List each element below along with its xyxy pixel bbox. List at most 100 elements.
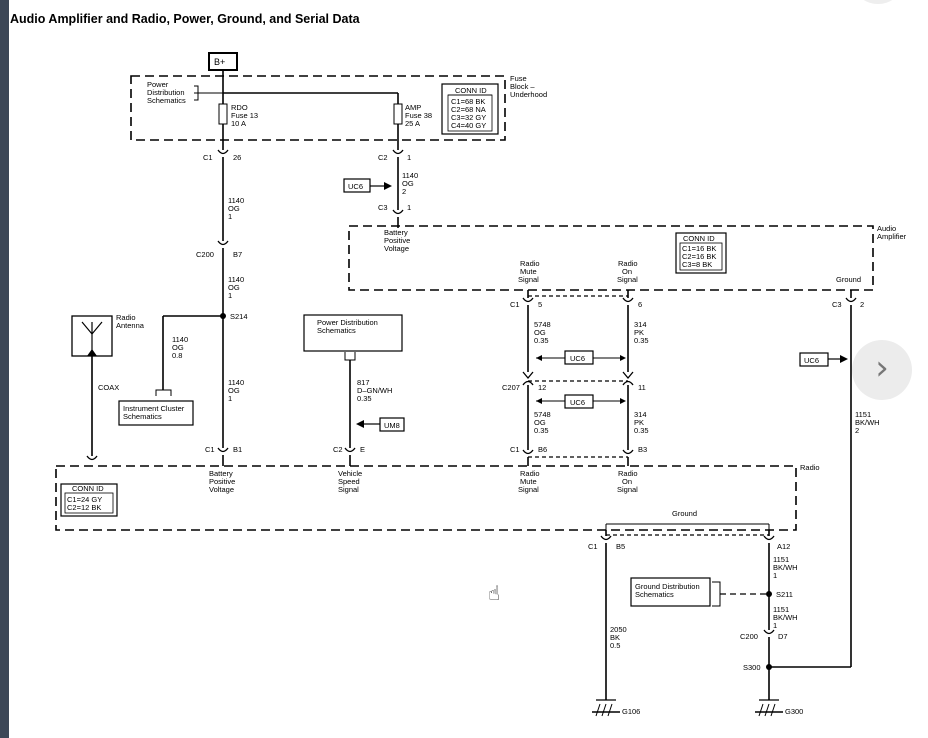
wire-1140-size: 1: [228, 212, 232, 221]
c200-label: C200: [196, 250, 214, 259]
wire-2050-color: BK: [610, 633, 620, 642]
batt-pos-radio-3: Voltage: [209, 485, 234, 494]
ground-dist-1[interactable]: Ground Distribution: [635, 582, 700, 591]
wire-314-b-size: 0.35: [634, 426, 649, 435]
coax-label: COAX: [98, 383, 119, 392]
wire-1151-right-size: 2: [855, 426, 859, 435]
uc6-ref-right[interactable]: UC6: [804, 356, 819, 365]
c2-label: C2: [378, 153, 388, 162]
rdo-fuse-number: Fuse 13: [231, 111, 258, 120]
pds-box-2[interactable]: Schematics: [317, 326, 356, 335]
vehicle-speed-2: Speed: [338, 477, 360, 486]
radio-pin-b6: B6: [538, 445, 547, 454]
fuse-block-conn-c1: C1=68 BK: [451, 97, 485, 106]
c200-pin-b7: B7: [233, 250, 242, 259]
radio-label: Radio: [800, 463, 820, 472]
amp-conn-c3: C3=8 BK: [682, 260, 712, 269]
hand-pointer-icon: ☝: [488, 581, 501, 605]
batt-pos-amp-2: Positive: [384, 236, 410, 245]
fuse-block-label1: Fuse: [510, 74, 527, 83]
pin-b5: B5: [616, 542, 625, 551]
wire-1140-b-color: OG: [228, 283, 240, 292]
wire-1140-amp-num: 1140: [402, 171, 418, 180]
next-page-button[interactable]: ›: [852, 340, 912, 400]
uc6-ref-mid1[interactable]: UC6: [570, 354, 585, 363]
c1-amp-label: C1: [510, 300, 520, 309]
c1-radio-b6-label: C1: [510, 445, 520, 454]
wire-1140-c-color: OG: [228, 386, 240, 395]
c1-pin-6: 6: [638, 300, 642, 309]
pds-box-1[interactable]: Power Distribution: [317, 318, 378, 327]
um8-ref[interactable]: UM8: [384, 421, 400, 430]
c2-radio-label: C2: [333, 445, 343, 454]
radio-conn-c2: C2=12 BK: [67, 503, 101, 512]
radio-mute-bot-2: Mute: [520, 477, 537, 486]
wire-1151-b-color: BK/WH: [773, 613, 798, 622]
c1-b5-label: C1: [588, 542, 598, 551]
wire-1151-a-size: 1: [773, 571, 777, 580]
c1-pin-5: 5: [538, 300, 542, 309]
c3-pin-1: 1: [407, 203, 411, 212]
wire-817-size: 0.35: [357, 394, 372, 403]
radio-pin-b3: B3: [638, 445, 647, 454]
wire-5748-a-num: 5748: [534, 320, 551, 329]
radio-on-top-2: On: [622, 267, 632, 276]
uc6-ref-top[interactable]: UC6: [348, 182, 363, 191]
left-edge-bar: [0, 0, 9, 738]
fuse-block-label2: Block –: [510, 82, 535, 91]
c1-radio-b1-label: C1: [205, 445, 215, 454]
wire-1151-b-size: 1: [773, 621, 777, 630]
amp-conn-c2: C2=16 BK: [682, 252, 716, 261]
audio-amp-label1: Audio: [877, 224, 896, 233]
c2-pin-1: 1: [407, 153, 411, 162]
power-dist-line2: Distribution: [147, 88, 185, 97]
wire-1140-amp-size: 2: [402, 187, 406, 196]
s214-label: S214: [230, 312, 248, 321]
radio-on-bot-1: Radio: [618, 469, 638, 478]
ground-dist-2[interactable]: Schematics: [635, 590, 674, 599]
batt-pos-amp-1: Battery: [384, 228, 408, 237]
vehicle-speed-3: Signal: [338, 485, 359, 494]
chevron-right-icon: ›: [875, 348, 889, 388]
wire-1151-a-color: BK/WH: [773, 563, 798, 572]
pin-a12: A12: [777, 542, 790, 551]
wire-1140-c-num: 1140: [228, 378, 244, 387]
uc6-ref-mid2[interactable]: UC6: [570, 398, 585, 407]
radio-pin-e: E: [360, 445, 365, 454]
wire-5748-a-color: OG: [534, 328, 546, 337]
pin-d7: D7: [778, 632, 788, 641]
page-title: Audio Amplifier and Radio, Power, Ground…: [10, 12, 360, 26]
rdo-fuse-rating: 10 A: [231, 119, 246, 128]
wire-1140-c-size: 1: [228, 394, 232, 403]
amp-conn-title: CONN ID: [683, 234, 715, 243]
s300-label: S300: [743, 663, 761, 672]
vehicle-speed-1: Vehicle: [338, 469, 362, 478]
c207-pin-11: 11: [638, 383, 646, 392]
amp-fuse-rating: 25 A: [405, 119, 420, 128]
radio-on-top-1: Radio: [618, 259, 638, 268]
batt-pos-radio-2: Positive: [209, 477, 235, 486]
c207-pin-12: 12: [538, 383, 546, 392]
wire-1140-08-num: 1140: [172, 335, 188, 344]
radio-mute-bot-3: Signal: [518, 485, 539, 494]
radio-pin-b1: B1: [233, 445, 242, 454]
amp-conn-c1: C1=16 BK: [682, 244, 716, 253]
wire-1151-b-num: 1151: [773, 605, 789, 614]
wire-1140-amp-color: OG: [402, 179, 414, 188]
wire-1140-08-color: OG: [172, 343, 184, 352]
fuse-block-conn-c4: C4=40 GY: [451, 121, 486, 130]
top-control-edge[interactable]: [856, 0, 900, 4]
fuse-block-conn-c3: C3=32 GY: [451, 113, 486, 122]
wire-314-b-color: PK: [634, 418, 644, 427]
wire-5748-b-color: OG: [534, 418, 546, 427]
power-dist-line1: Power: [147, 80, 169, 89]
power-dist-line3: Schematics: [147, 96, 186, 105]
radio-mute-bot-1: Radio: [520, 469, 540, 478]
bplus-label: B+: [214, 57, 225, 67]
instrument-cluster-2[interactable]: Schematics: [123, 412, 162, 421]
instrument-cluster-1[interactable]: Instrument Cluster: [123, 404, 185, 413]
radio-mute-top-1: Radio: [520, 259, 540, 268]
wire-314-a-color: PK: [634, 328, 644, 337]
fuse-block-conn-c2: C2=68 NA: [451, 105, 486, 114]
